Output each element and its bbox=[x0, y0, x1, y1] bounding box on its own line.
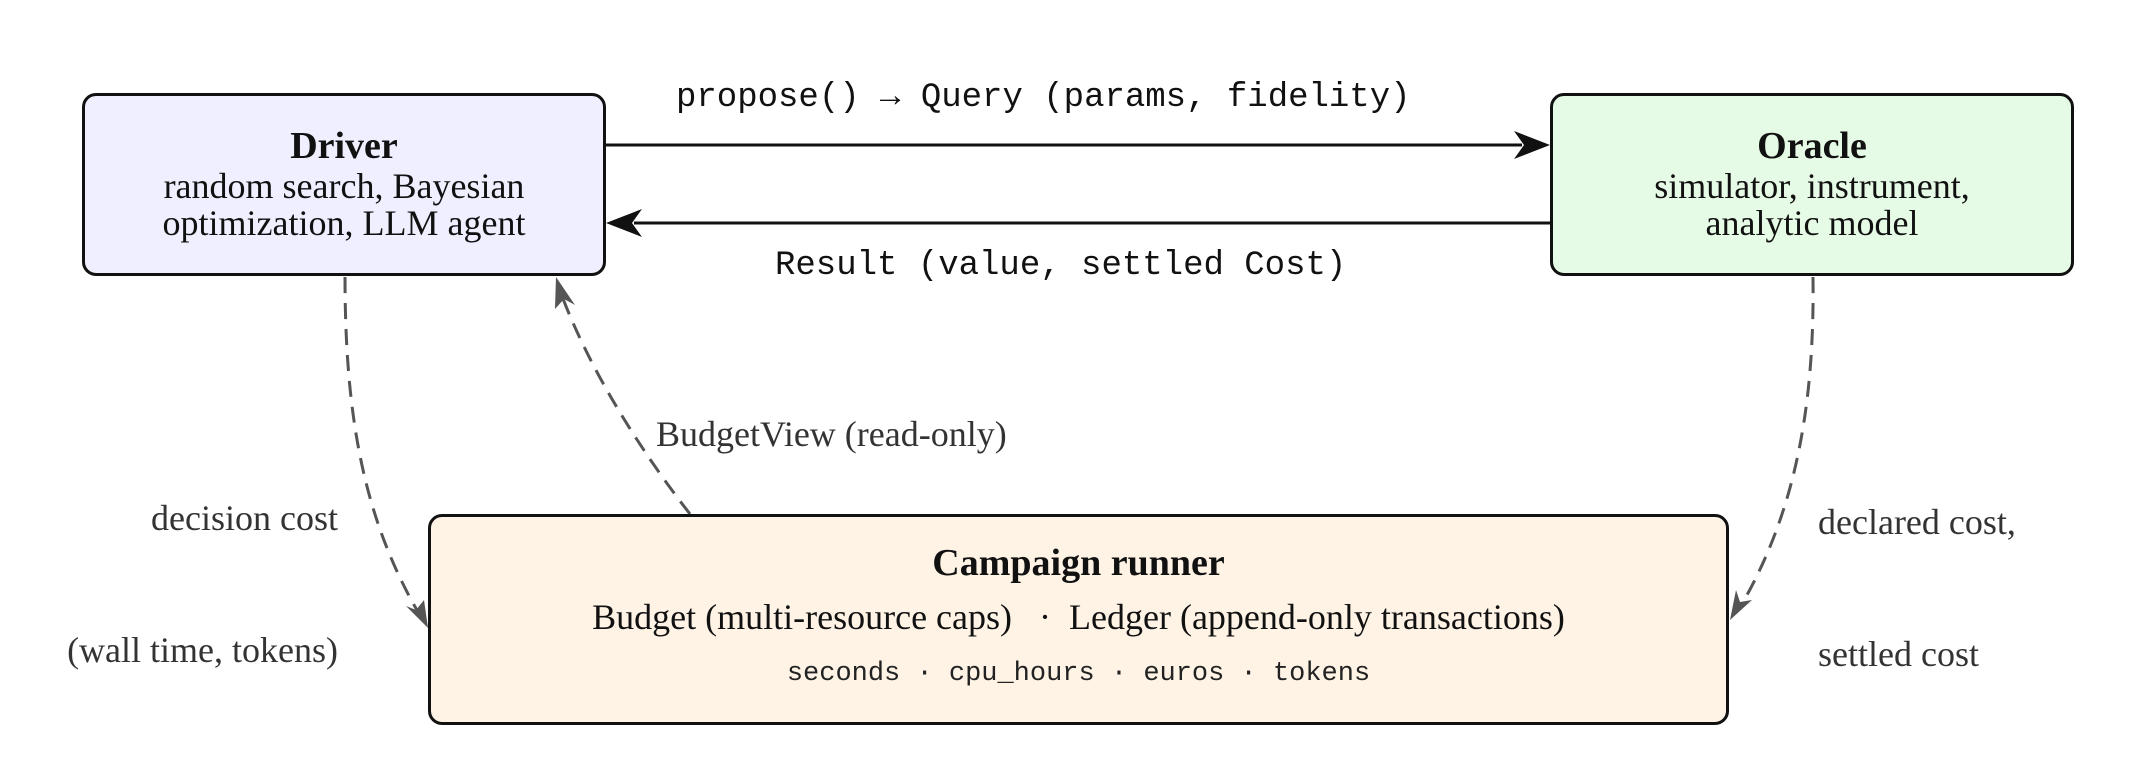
declared-cost-label: declared cost, settled cost bbox=[1818, 412, 2016, 764]
declared-cost-label-line-1: declared cost, bbox=[1818, 502, 2016, 542]
ledger-label: Ledger (append-only transactions) bbox=[1069, 597, 1565, 637]
budget-view-arrow bbox=[555, 277, 692, 515]
unit-separator: · bbox=[1110, 659, 1128, 689]
decision-cost-label-line-2: (wall time, tokens) bbox=[67, 630, 338, 670]
runner-components: Budget (multi-resource caps) · Ledger (a… bbox=[592, 595, 1565, 639]
budget-view-label: BudgetView (read-only) bbox=[656, 414, 1007, 454]
budget-label: Budget (multi-resource caps) bbox=[592, 597, 1013, 637]
unit-separator: · bbox=[916, 659, 933, 689]
decision-cost-label: decision cost (wall time, tokens) bbox=[20, 408, 338, 760]
result-arrow bbox=[606, 209, 1550, 237]
oracle-description-line-2: analytic model bbox=[1705, 202, 1919, 243]
oracle-title: Oracle bbox=[1757, 124, 1867, 167]
campaign-runner-title: Campaign runner bbox=[932, 542, 1225, 584]
unit-euros: euros bbox=[1143, 659, 1225, 689]
propose-arrow bbox=[606, 131, 1550, 159]
oracle-description-line-1: simulator, instrument, bbox=[1654, 165, 1970, 206]
unit-cpu-hours: cpu_hours bbox=[948, 659, 1095, 689]
driver-description-line-1: random search, Bayesian bbox=[163, 165, 525, 206]
driver-description-line-2: optimization, LLM agent bbox=[162, 202, 526, 243]
result-arrow-label: Result (value, settled Cost) bbox=[775, 247, 1347, 285]
driver-node: Driver random search, Bayesian optimizat… bbox=[82, 93, 606, 276]
resource-units: seconds · cpu_hours · euros · tokens bbox=[787, 657, 1370, 691]
declared-cost-label-line-2: settled cost bbox=[1818, 634, 1979, 674]
unit-separator: · bbox=[1240, 659, 1257, 689]
driver-title: Driver bbox=[290, 124, 398, 167]
propose-arrow-label: propose() → Query (params, fidelity) bbox=[676, 79, 1411, 117]
decision-cost-arrow bbox=[343, 276, 428, 628]
decision-cost-label-line-1: decision cost bbox=[151, 498, 338, 538]
unit-tokens: tokens bbox=[1272, 659, 1371, 689]
oracle-node: Oracle simulator, instrument, analytic m… bbox=[1550, 93, 2074, 276]
unit-seconds: seconds bbox=[786, 659, 901, 689]
campaign-runner-node: Campaign runner Budget (multi-resource c… bbox=[428, 514, 1729, 725]
declared-cost-arrow bbox=[1730, 276, 1815, 620]
component-separator: · bbox=[1039, 597, 1052, 637]
